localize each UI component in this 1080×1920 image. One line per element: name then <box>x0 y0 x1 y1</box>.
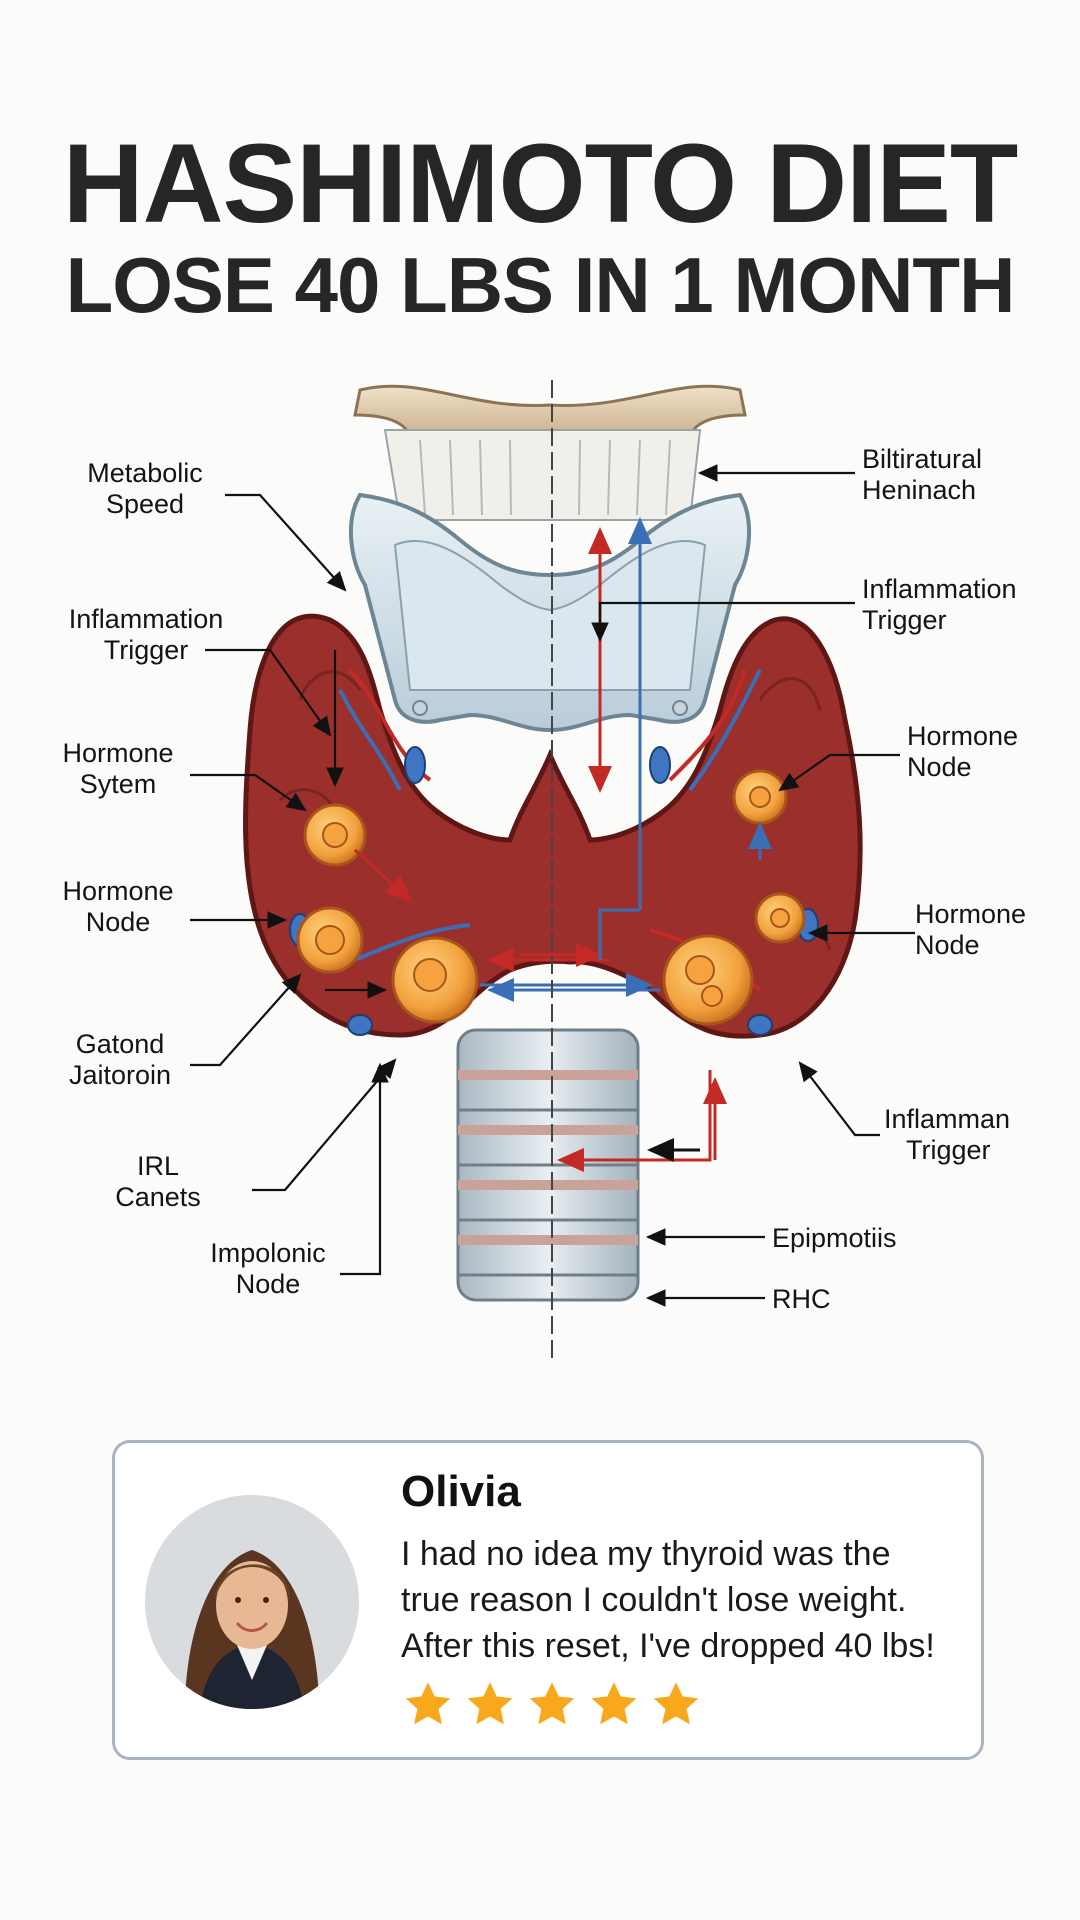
star-icon <box>653 1682 699 1725</box>
hormone-node <box>662 934 754 1026</box>
star-icon <box>467 1682 513 1725</box>
flow-arrows <box>353 517 772 1172</box>
leader-lines <box>190 464 915 1307</box>
svg-text:Metabolic: Metabolic <box>87 458 203 488</box>
label-hormone-sytem: Hormone Sytem <box>62 738 173 799</box>
svg-text:Speed: Speed <box>106 489 184 519</box>
svg-text:Gatond: Gatond <box>76 1029 165 1059</box>
hormone-node <box>303 803 367 867</box>
svg-text:Canets: Canets <box>115 1182 201 1212</box>
label-hormone-node-right-top: Hormone Node <box>907 721 1018 782</box>
label-epipmotiis: Epipmotiis <box>772 1223 897 1253</box>
svg-text:Hormone: Hormone <box>907 721 1018 751</box>
svg-text:Hormone: Hormone <box>62 738 173 768</box>
label-inflammation-trigger-right: Inflammation Trigger <box>862 574 1017 635</box>
label-rhc: RHC <box>772 1284 831 1314</box>
quote-line: I had no idea my thyroid was the <box>401 1535 891 1573</box>
label-irl-canets: IRL Canets <box>115 1151 201 1212</box>
label-impolonic-node: Impolonic Node <box>210 1238 326 1299</box>
label-biltiratural-heninach: Biltiratural Heninach <box>862 444 982 505</box>
label-inflamman-trigger: Inflamman Trigger <box>884 1104 1010 1165</box>
avatar <box>145 1495 359 1709</box>
svg-text:Inflammation: Inflammation <box>862 574 1017 604</box>
subtitle: LOSE 40 LBS IN 1 MONTH <box>65 241 1016 329</box>
reviewer-name: Olivia <box>401 1467 521 1516</box>
svg-text:Biltiratural: Biltiratural <box>862 444 982 474</box>
svg-text:Trigger: Trigger <box>862 605 947 635</box>
svg-text:IRL: IRL <box>137 1151 179 1181</box>
svg-text:Inflamman: Inflamman <box>884 1104 1010 1134</box>
star-icon <box>591 1682 637 1725</box>
svg-text:Inflammation: Inflammation <box>69 604 224 634</box>
hormone-node <box>296 906 364 974</box>
svg-text:Sytem: Sytem <box>80 769 157 799</box>
trachea <box>456 1028 640 1302</box>
label-hormone-node-left: Hormone Node <box>62 876 173 937</box>
label-hormone-node-right-mid: Hormone Node <box>915 899 1026 960</box>
svg-text:Jaitoroin: Jaitoroin <box>69 1060 171 1090</box>
svg-text:Node: Node <box>915 930 980 960</box>
svg-text:Hormone: Hormone <box>915 899 1026 929</box>
label-gatond-jaitoroin: Gatond Jaitoroin <box>69 1029 171 1090</box>
thyroid-diagram: Metabolic Speed Inflammation Trigger Hor… <box>62 380 1026 1360</box>
hormone-node <box>732 769 788 825</box>
svg-text:Trigger: Trigger <box>104 635 189 665</box>
star-rating <box>401 1679 703 1731</box>
svg-text:Heninach: Heninach <box>862 475 976 505</box>
main-title: HASHIMOTO DIET <box>62 121 1019 246</box>
svg-text:Node: Node <box>86 907 151 937</box>
quote-line: true reason I couldn't lose weight. <box>401 1581 907 1619</box>
hormone-node <box>391 936 479 1024</box>
label-inflammation-trigger-left: Inflammation Trigger <box>69 604 224 665</box>
svg-text:RHC: RHC <box>772 1284 831 1314</box>
svg-text:Impolonic: Impolonic <box>210 1238 326 1268</box>
svg-text:Hormone: Hormone <box>62 876 173 906</box>
star-icon <box>529 1682 575 1725</box>
hyoid-bone <box>353 384 747 521</box>
hormone-node <box>754 892 806 944</box>
label-metabolic-speed: Metabolic Speed <box>87 458 203 519</box>
svg-text:Node: Node <box>907 752 972 782</box>
quote-line: After this reset, I've dropped 40 lbs! <box>401 1627 935 1665</box>
svg-text:Epipmotiis: Epipmotiis <box>772 1223 897 1253</box>
testimonial-card: Olivia I had no idea my thyroid was the … <box>112 1440 984 1760</box>
svg-text:Node: Node <box>236 1269 301 1299</box>
svg-text:Trigger: Trigger <box>906 1135 991 1165</box>
star-icon <box>405 1682 451 1725</box>
